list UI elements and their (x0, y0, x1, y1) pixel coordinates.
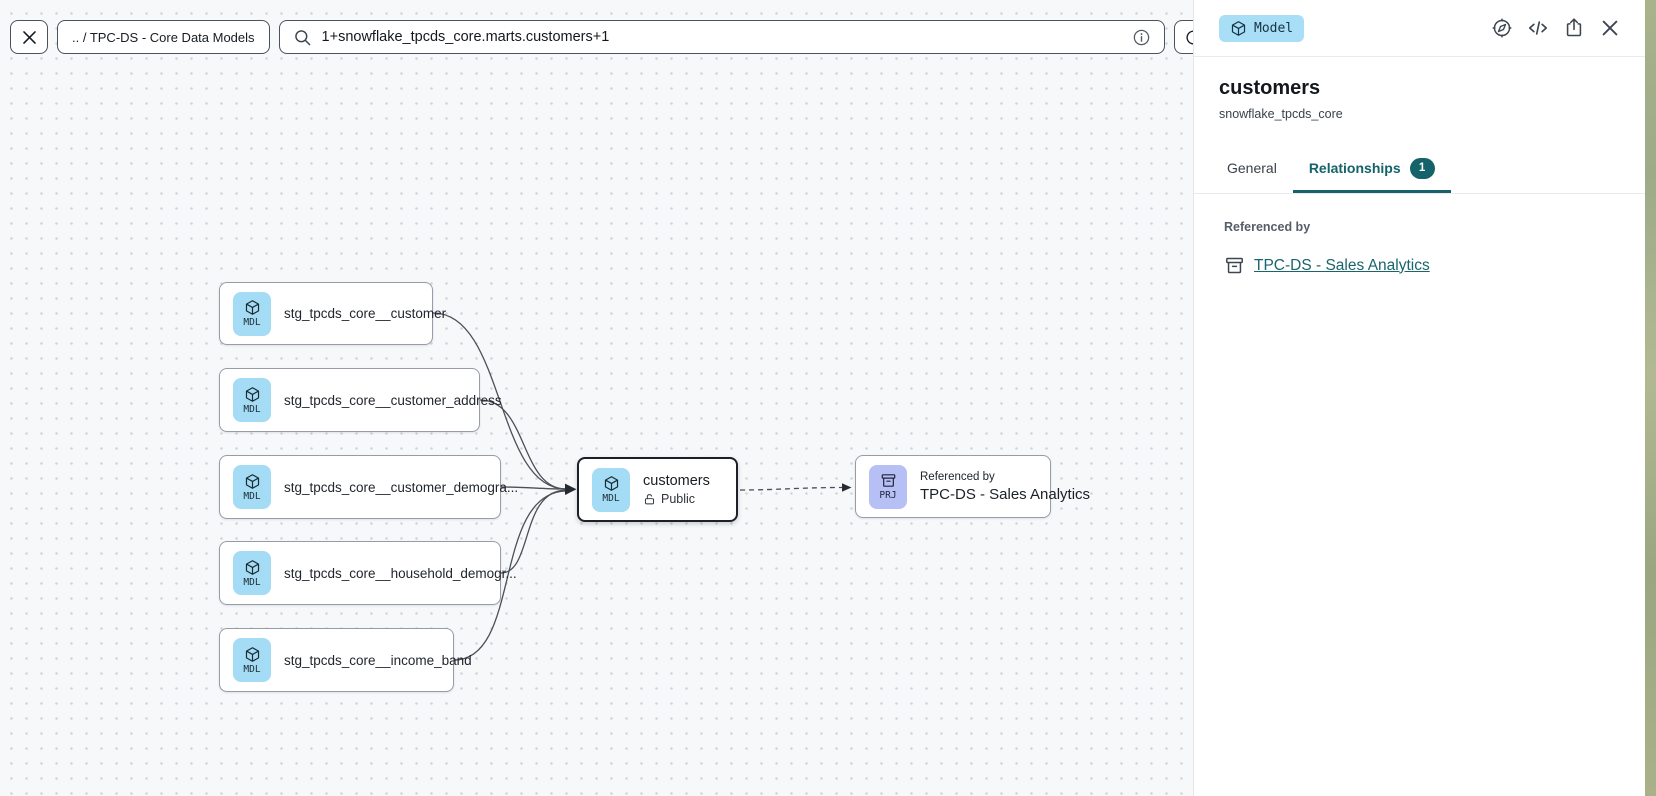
breadcrumb-label: .. / TPC-DS - Core Data Models (72, 29, 255, 45)
code-icon[interactable] (1527, 17, 1549, 39)
access-label: Public (661, 492, 696, 506)
details-panel: Model customers snowflake_tpcds_core Gen… (1193, 0, 1645, 796)
node-label: stg_tpcds_core__customer (284, 306, 447, 321)
node-type-tag: MDL (243, 576, 261, 588)
panel-title-block: customers snowflake_tpcds_core (1194, 57, 1645, 121)
cube-icon (244, 646, 261, 663)
tab-relationships[interactable]: Relationships 1 (1292, 146, 1451, 193)
access-row: Public (643, 492, 710, 506)
search-icon (293, 28, 312, 47)
graph-node-stg-customer[interactable]: MDL stg_tpcds_core__customer (219, 282, 446, 345)
model-tile-icon: MDL (233, 465, 271, 509)
node-label: customers (643, 473, 710, 489)
cube-icon (1230, 20, 1247, 37)
node-type-tag: MDL (243, 490, 261, 502)
reference-link-row: TPC-DS - Sales Analytics (1224, 255, 1615, 276)
close-lineage-button[interactable] (10, 20, 48, 54)
page-title: customers (1219, 77, 1321, 99)
graph-node-stg-household-demographics[interactable]: MDL stg_tpcds_core__household_demogr... (219, 541, 517, 605)
panel-header: Model (1194, 0, 1645, 57)
breadcrumb[interactable]: .. / TPC-DS - Core Data Models (57, 20, 270, 54)
tab-general[interactable]: General (1211, 146, 1293, 193)
close-icon (20, 28, 39, 47)
cube-icon (603, 475, 620, 492)
desktop-wallpaper-sliver (1645, 0, 1656, 796)
model-type-label: Model (1254, 20, 1294, 36)
lineage-edges (432, 312, 852, 661)
reference-project-link[interactable]: TPC-DS - Sales Analytics (1254, 256, 1430, 274)
referenced-by-label: Referenced by (1224, 220, 1311, 234)
cube-icon (244, 299, 261, 316)
model-tile-icon: MDL (233, 551, 271, 595)
model-tile-icon: MDL (233, 378, 271, 422)
reference-caption: Referenced by (920, 470, 995, 483)
graph-node-stg-customer-address[interactable]: MDL stg_tpcds_core__customer_address (219, 368, 502, 432)
node-type-tag: PRJ (879, 490, 897, 501)
info-icon[interactable] (1132, 28, 1151, 47)
tab-label: Relationships (1308, 160, 1401, 176)
search-bar[interactable] (278, 20, 1165, 54)
archive-icon (880, 472, 897, 489)
node-label: stg_tpcds_core__income_band (284, 652, 472, 668)
model-tile-icon: MDL (233, 291, 271, 336)
lineage-toolbar: .. / TPC-DS - Core Data Models (10, 20, 1214, 54)
node-text: customers Public (643, 473, 710, 506)
model-tile-icon: MDL (233, 638, 271, 682)
node-label: stg_tpcds_core__customer_demogra... (284, 479, 519, 495)
node-text: Referenced by TPC-DS - Sales Analytics (920, 471, 1090, 503)
lock-open-icon (643, 493, 656, 506)
model-type-badge: Model (1219, 14, 1305, 42)
close-panel-icon[interactable] (1599, 17, 1621, 39)
node-label: stg_tpcds_core__customer_address (284, 392, 502, 408)
share-icon[interactable] (1563, 17, 1585, 39)
node-label: TPC-DS - Sales Analytics (920, 485, 1091, 503)
graph-node-stg-income-band[interactable]: MDL stg_tpcds_core__income_band (219, 628, 472, 692)
panel-tabs: General Relationships 1 (1194, 146, 1645, 194)
node-type-tag: MDL (243, 403, 261, 415)
search-input[interactable] (321, 29, 1122, 45)
archive-icon (1224, 255, 1245, 276)
tab-label: General (1227, 160, 1277, 176)
node-type-tag: MDL (602, 493, 620, 504)
relationships-content: Referenced by TPC-DS - Sales Analytics (1194, 194, 1645, 302)
relationships-count-badge: 1 (1409, 157, 1435, 179)
compass-icon[interactable] (1491, 17, 1513, 39)
page-subtitle: snowflake_tpcds_core (1219, 107, 1343, 121)
graph-node-referencing-project[interactable]: PRJ Referenced by TPC-DS - Sales Analyti… (855, 455, 1090, 518)
cube-icon (244, 473, 261, 490)
node-type-tag: MDL (243, 663, 261, 675)
node-type-tag: MDL (243, 317, 261, 328)
project-tile-icon: PRJ (869, 464, 907, 509)
cube-icon (244, 386, 261, 403)
model-tile-icon: MDL (592, 467, 630, 512)
panel-header-actions (1491, 17, 1621, 39)
cube-icon (244, 559, 261, 576)
graph-node-stg-customer-demographics[interactable]: MDL stg_tpcds_core__customer_demogra... (219, 455, 518, 519)
node-label: stg_tpcds_core__household_demogr... (284, 565, 517, 581)
graph-node-customers-selected[interactable]: MDL customers Public (577, 457, 738, 522)
